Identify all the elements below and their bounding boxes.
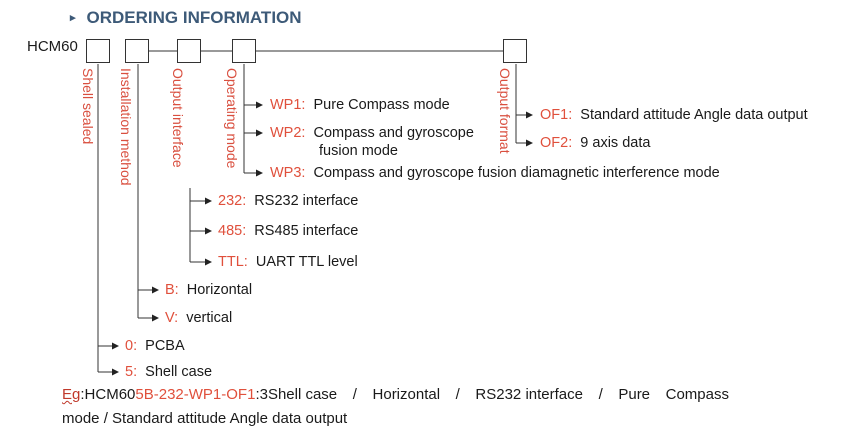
option-wp2: WP2: Compass and gyroscope: [270, 125, 474, 142]
section-title: ORDERING INFORMATION: [86, 8, 302, 27]
field-label-installation-method: Installation method: [118, 68, 134, 186]
option-code: 485:: [218, 223, 247, 239]
box-output-format: [503, 39, 527, 63]
box-shell-sealed: [86, 39, 110, 63]
example-text: Eg:HCM605B-232-WP1-OF1:3Shell case / Hor…: [62, 383, 762, 431]
example-word: Horizontal: [372, 386, 441, 403]
example-code: 5B-232-WP1-OF1: [135, 386, 256, 403]
option-code: WP2:: [270, 125, 306, 141]
option-of2: OF2: 9 axis data: [540, 135, 650, 152]
option-code: B:: [165, 282, 179, 298]
example-line-1: Eg:HCM605B-232-WP1-OF1:3Shell case / Hor…: [62, 383, 729, 407]
option-code: WP1:: [270, 97, 306, 113]
box-installation-method: [125, 39, 149, 63]
option-desc: Pure Compass mode: [313, 97, 450, 113]
option-wp2-continued: fusion mode: [319, 143, 398, 159]
option-code: V:: [165, 310, 179, 326]
field-label-shell-sealed: Shell sealed: [80, 68, 96, 145]
option-code: WP3:: [270, 165, 306, 181]
option-desc: 9 axis data: [580, 135, 651, 151]
example-eg-label: Eg: [62, 386, 81, 403]
option-0: 0: PCBA: [125, 338, 185, 355]
option-code: TTL:: [218, 254, 248, 270]
section-heading: ▸ ORDERING INFORMATION: [70, 8, 302, 28]
field-label-operating-mode: Operating mode: [224, 68, 240, 169]
option-desc: vertical: [186, 310, 233, 326]
example-sep: /: [598, 386, 603, 403]
option-code: OF1:: [540, 107, 573, 123]
option-desc: RS232 interface: [254, 193, 359, 209]
option-b: B: Horizontal: [165, 282, 252, 299]
option-232: 232: RS232 interface: [218, 193, 358, 210]
option-ttl: TTL: UART TTL level: [218, 254, 358, 271]
option-code: 0:: [125, 338, 138, 354]
option-code: 5:: [125, 364, 138, 380]
option-wp3: WP3: Compass and gyroscope fusion diamag…: [270, 165, 720, 182]
box-operating-mode: [232, 39, 256, 63]
example-colon: :: [80, 386, 85, 403]
triangle-bullet-icon: ▸: [70, 12, 76, 24]
example-code-string: Eg:HCM605B-232-WP1-OF1:3Shell case: [62, 383, 337, 407]
option-desc: Shell case: [145, 364, 213, 380]
example-sep: /: [352, 386, 357, 403]
option-v: V: vertical: [165, 310, 232, 327]
example-word: Compass: [665, 386, 729, 403]
model-prefix: HCM60: [27, 38, 78, 55]
option-desc: Compass and gyroscope: [313, 125, 474, 141]
option-code: 232:: [218, 193, 247, 209]
field-label-output-format: Output format: [497, 68, 513, 154]
example-prefix: HCM60: [84, 386, 136, 403]
example-line-2: mode / Standard attitude Angle data outp…: [62, 410, 348, 427]
example-word: RS232 interface: [475, 386, 583, 403]
option-485: 485: RS485 interface: [218, 223, 358, 240]
option-desc: RS485 interface: [254, 223, 359, 239]
example-shell: :3Shell case: [255, 386, 338, 403]
example-word: Pure: [618, 386, 651, 403]
option-wp1: WP1: Pure Compass mode: [270, 97, 450, 114]
option-of1: OF1: Standard attitude Angle data output: [540, 107, 808, 124]
option-code: OF2:: [540, 135, 573, 151]
field-label-output-interface: Output interface: [170, 68, 186, 168]
example-sep: /: [455, 386, 460, 403]
option-desc: Horizontal: [186, 282, 253, 298]
box-output-interface: [177, 39, 201, 63]
option-5: 5: Shell case: [125, 364, 212, 381]
option-desc: UART TTL level: [255, 254, 358, 270]
option-desc: Compass and gyroscope fusion diamagnetic…: [313, 165, 720, 181]
option-desc: PCBA: [145, 338, 185, 354]
option-desc: Standard attitude Angle data output: [580, 107, 808, 123]
